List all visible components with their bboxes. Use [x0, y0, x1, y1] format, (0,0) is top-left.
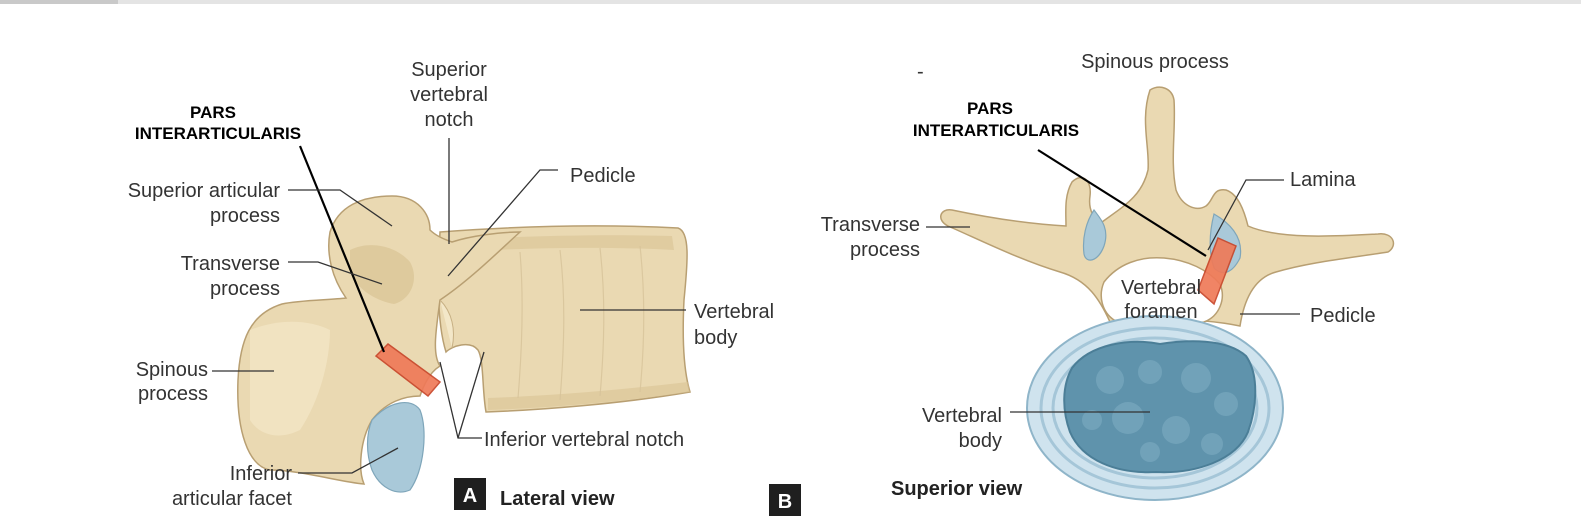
top-progress-segment [0, 0, 118, 4]
inferior-articular-facet-label-2: articular facet [172, 488, 292, 510]
panel-a-leader-lines [212, 138, 686, 474]
superior-vertebral-notch-label-3: notch [425, 109, 474, 131]
transverse-process-label-b-2: process [850, 239, 920, 261]
transverse-process-label-a-2: process [210, 278, 280, 300]
vertebral-body-label-b-2: body [959, 430, 1002, 452]
badge-a [454, 478, 486, 510]
panel-b-superior-illustration [940, 86, 1395, 501]
spinous-process-label-a-1: Spinous [136, 359, 208, 381]
vertebral-body-label-b-1: Vertebral [922, 405, 1002, 427]
panel-b-leader-lines [926, 149, 1300, 413]
panel-a-labels: PARS INTERARTICULARIS Superior vertebral… [128, 59, 774, 510]
transverse-process-label-a-1: Transverse [181, 253, 280, 275]
dash-mark: - [917, 61, 924, 83]
vertebral-foramen-label-1: Vertebral [1121, 277, 1201, 299]
transverse-process-label-b-1: Transverse [821, 214, 920, 236]
inferior-vertebral-notch-label: Inferior vertebral notch [484, 429, 684, 451]
inferior-articular-facet-label-1: Inferior [230, 463, 293, 485]
spinous-process-label-a-2: process [138, 383, 208, 405]
superior-articular-process-label-1: Superior articular [128, 180, 281, 202]
superior-articular-process-label-2: process [210, 205, 280, 227]
vertebral-body-label-a-2: body [694, 327, 737, 349]
badge-b-letter: B [778, 491, 792, 513]
lamina-label: Lamina [1290, 169, 1356, 191]
pedicle-label-a: Pedicle [570, 165, 636, 187]
badge-a-letter: A [463, 485, 477, 507]
top-progress-bar [0, 0, 1581, 4]
pars-label-a-line2: INTERARTICULARIS [135, 124, 301, 143]
pars-label-b-line1: PARS [967, 99, 1013, 118]
superior-vertebral-notch-label-1: Superior [411, 59, 487, 81]
lateral-view-title: Lateral view [500, 488, 615, 510]
pars-label-b-line2: INTERARTICULARIS [913, 121, 1079, 140]
superior-vertebral-notch-label-2: vertebral [410, 84, 488, 106]
badge-b [769, 484, 801, 516]
vertebral-body-label-a-1: Vertebral [694, 301, 774, 323]
pedicle-label-b: Pedicle [1310, 305, 1376, 327]
panel-b-labels: - Spinous process PARS INTERARTICULARIS … [769, 51, 1376, 516]
pars-label-a-line1: PARS [190, 103, 236, 122]
vertebral-foramen-label-2: foramen [1124, 301, 1197, 323]
superior-view-title: Superior view [891, 478, 1023, 500]
spinous-process-label-b: Spinous process [1081, 51, 1229, 73]
